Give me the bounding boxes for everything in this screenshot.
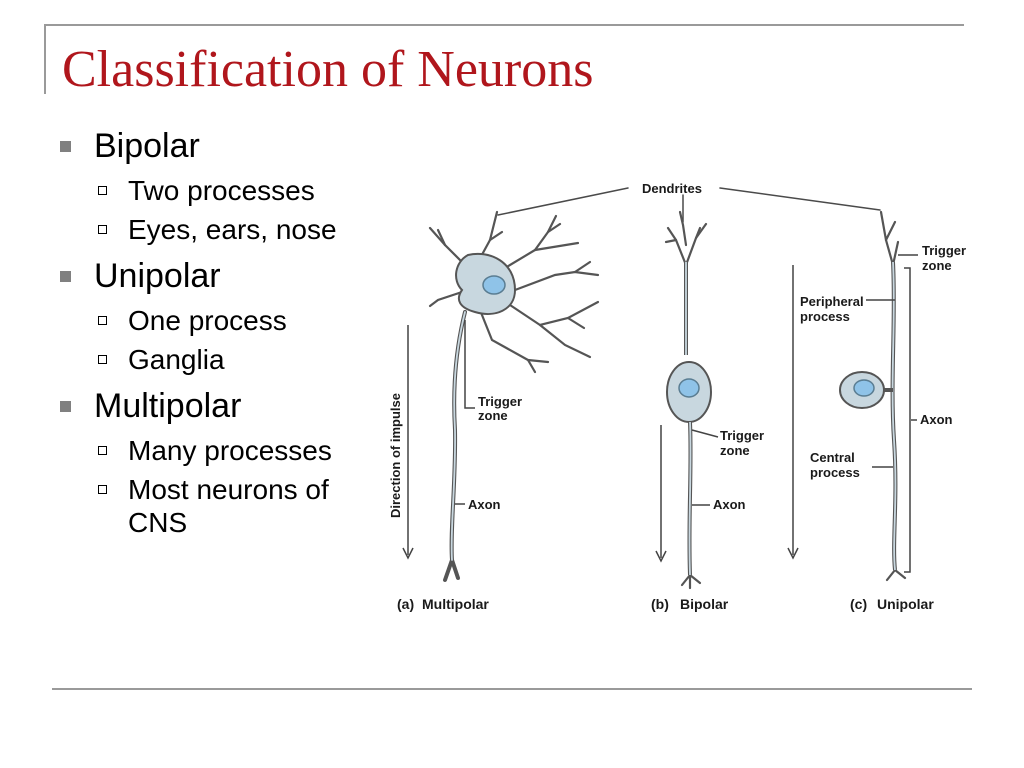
bullet-unipolar: Unipolar (60, 256, 390, 296)
frame-top-line (44, 24, 964, 26)
sub-bullet: Ganglia (60, 343, 390, 376)
axon-label-a: Axon (468, 497, 501, 512)
trigger-leader-b (691, 429, 719, 438)
dendrites-label: Dendrites (642, 181, 702, 196)
bipolar-nucleus (678, 378, 700, 398)
bottom-rule (52, 688, 972, 690)
sub-bullet-label: Most neurons of CNS (128, 474, 329, 538)
unipolar-neuron (839, 210, 911, 582)
bullet-label: Unipolar (94, 257, 221, 295)
peripheral-label: Peripheral (800, 294, 864, 309)
unipolar-nucleus (853, 379, 875, 397)
multipolar-nucleus (482, 275, 506, 295)
trigger-label-c: Trigger (922, 243, 966, 258)
sub-bullet-label: Ganglia (128, 344, 225, 375)
hollow-square-bullet-icon (98, 186, 107, 195)
trigger-label-b: Trigger (720, 428, 764, 443)
multipolar-neuron (428, 210, 600, 582)
dendrites-leader-a (497, 187, 629, 216)
trigger-label-c-2: zone (922, 258, 952, 273)
square-bullet-icon (60, 141, 71, 152)
sub-bullet: Many processes (60, 434, 390, 467)
sub-bullet-label: Two processes (128, 175, 315, 206)
peripheral-label-2: process (800, 309, 850, 324)
bullet-label: Bipolar (94, 127, 200, 165)
caption-a-name: Multipolar (422, 596, 489, 612)
bipolar-neuron (664, 210, 712, 590)
sub-bullet: One process (60, 304, 390, 337)
caption-b-letter: (b) (651, 596, 669, 612)
trigger-label-b-2: zone (720, 443, 750, 458)
square-bullet-icon (60, 271, 71, 282)
caption-c-letter: (c) (850, 596, 867, 612)
unipolar-axon-bracket (904, 267, 911, 573)
bullet-multipolar: Multipolar (60, 386, 390, 426)
sub-bullet-label: One process (128, 305, 287, 336)
sub-bullet: Most neurons of CNS (60, 473, 390, 539)
sub-bullet: Two processes (60, 174, 390, 207)
direction-of-impulse-label: Direction of impulse (388, 393, 403, 518)
central-label: Central (810, 450, 855, 465)
axon-label-b: Axon (713, 497, 746, 512)
bullet-label: Multipolar (94, 387, 242, 425)
hollow-square-bullet-icon (98, 485, 107, 494)
central-label-2: process (810, 465, 860, 480)
slide-title: Classification of Neurons (62, 41, 594, 98)
trigger-label-a-2: zone (478, 408, 508, 423)
dendrites-leader-c (719, 187, 881, 211)
trigger-label-a: Trigger (478, 394, 522, 409)
sub-bullet-label: Eyes, ears, nose (128, 214, 337, 245)
direction-arrows (402, 265, 799, 563)
frame-left-line (44, 24, 46, 94)
bullet-list: Bipolar Two processes Eyes, ears, nose U… (60, 126, 390, 545)
sub-bullet: Eyes, ears, nose (60, 213, 390, 246)
square-bullet-icon (60, 401, 71, 412)
caption-b-name: Bipolar (680, 596, 729, 612)
caption-a-letter: (a) (397, 596, 414, 612)
hollow-square-bullet-icon (98, 225, 107, 234)
hollow-square-bullet-icon (98, 316, 107, 325)
hollow-square-bullet-icon (98, 355, 107, 364)
caption-c-name: Unipolar (877, 596, 934, 612)
hollow-square-bullet-icon (98, 446, 107, 455)
sub-bullet-label: Many processes (128, 435, 332, 466)
trigger-leader-a (464, 320, 475, 409)
axon-label-c: Axon (920, 412, 953, 427)
bullet-bipolar: Bipolar (60, 126, 390, 166)
